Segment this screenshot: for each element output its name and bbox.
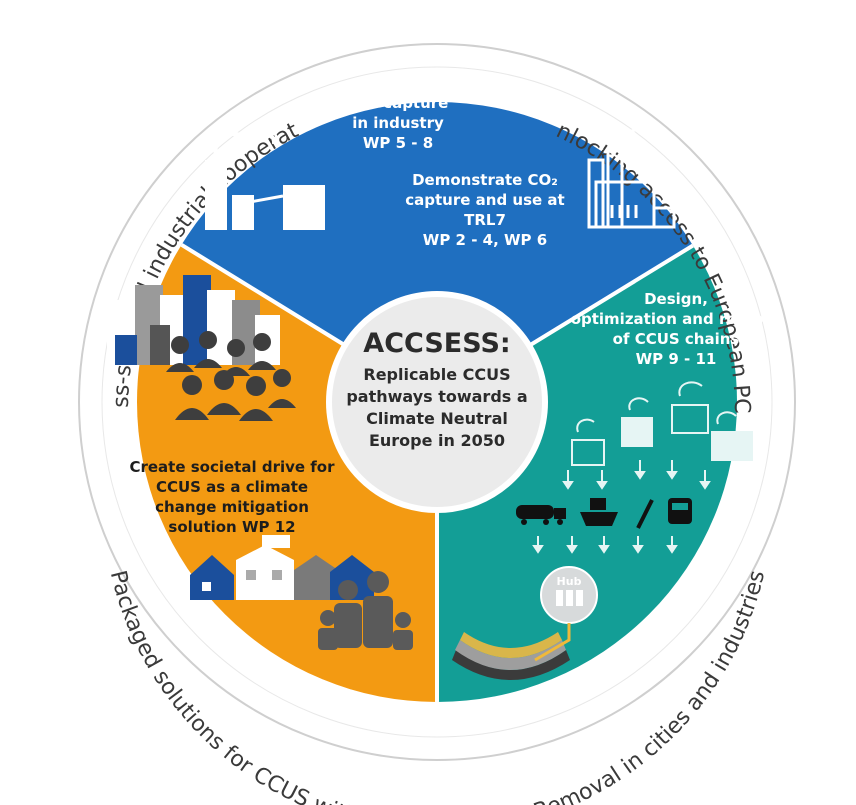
slash-divider [636, 499, 654, 529]
svg-text:Integrate: Integrate [358, 74, 437, 92]
industrial-plants-row-icon [571, 381, 753, 466]
truck-icon [516, 505, 566, 525]
svg-text:WP 2 - 4, WP 6: WP 2 - 4, WP 6 [423, 231, 547, 249]
svg-text:TRL7: TRL7 [464, 211, 506, 229]
svg-text:Create societal drive for: Create societal drive for [129, 458, 335, 476]
center-line-4: Europe in 2050 [369, 431, 505, 450]
crowd-icon [166, 331, 296, 421]
center-circle [326, 291, 548, 513]
storage-reservoir-icon [452, 623, 571, 680]
train-icon [668, 498, 692, 524]
svg-text:solution WP 12: solution WP 12 [168, 518, 295, 536]
hub-icon: Hub [540, 566, 598, 624]
svg-text:WP 9 - 11: WP 9 - 11 [636, 350, 717, 368]
flow-arrows-top [562, 460, 711, 490]
svg-text:WP 5 - 8: WP 5 - 8 [363, 134, 433, 152]
svg-text:Demonstrate CO₂: Demonstrate CO₂ [412, 171, 558, 189]
svg-text:capture and use at: capture and use at [405, 191, 564, 209]
svg-text:in industry: in industry [352, 114, 444, 132]
svg-text:change mitigation: change mitigation [155, 498, 309, 516]
center-line-2: pathways towards a [346, 387, 527, 406]
center-line-3: Climate Neutral [366, 409, 508, 428]
family-icon [318, 571, 413, 650]
segment-orange-text: Create societal drive for CCUS as a clim… [129, 458, 335, 536]
houses-icon [190, 535, 374, 600]
svg-text:CO₂ capture: CO₂ capture [348, 94, 449, 112]
segment-blue-text-integrate: Integrate CO₂ capture in industry WP 5 -… [348, 74, 449, 152]
segment-blue-text-demonstrate: Demonstrate CO₂ capture and use at TRL7 … [405, 171, 564, 249]
svg-text:of CCUS chains: of CCUS chains [613, 330, 740, 348]
flow-arrows-bottom [532, 536, 678, 554]
center-line-1: Replicable CCUS [363, 365, 510, 384]
center-title: ACCSESS: [363, 328, 510, 359]
svg-text:Design,: Design, [644, 290, 708, 308]
factory-icon [205, 129, 325, 230]
ship-icon [580, 498, 618, 526]
industrial-plant-icon [587, 128, 676, 229]
hub-label: Hub [557, 575, 582, 588]
segment-teal-text: Design, optimization and roll-out of CCU… [571, 290, 782, 368]
svg-text:optimization and roll-out: optimization and roll-out [571, 310, 782, 328]
svg-text:CCUS as a climate: CCUS as a climate [156, 478, 308, 496]
